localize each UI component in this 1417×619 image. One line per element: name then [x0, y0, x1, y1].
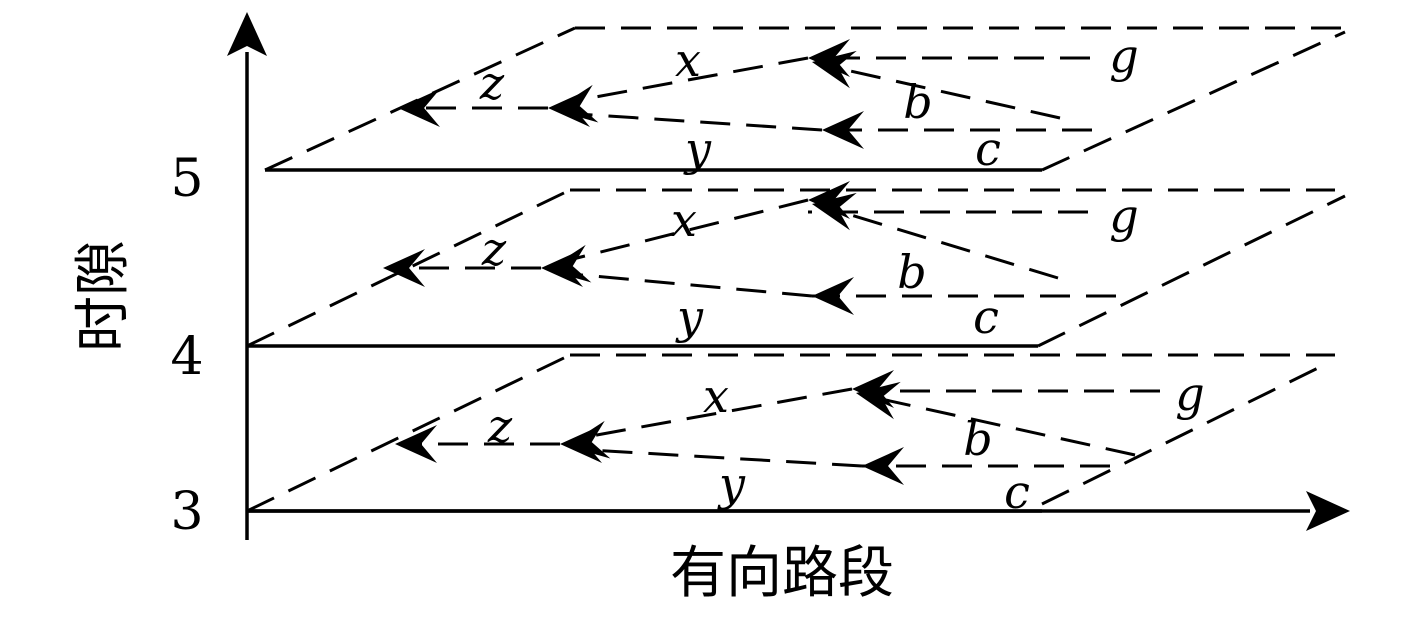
y-tick-4: 4 [170, 327, 203, 387]
arrowhead-z [395, 425, 437, 463]
edge-b-x [827, 64, 1061, 120]
arrowhead-y [862, 447, 904, 485]
node-label-g: g [1175, 367, 1204, 421]
node-label-b: b [963, 412, 992, 466]
arrowhead-x-inner [856, 381, 901, 420]
x-axis-label: 有向路段 [670, 541, 894, 606]
node-label-y: y [717, 457, 746, 511]
arrowhead-x-inner [812, 50, 857, 89]
arrowhead-x-inner [812, 192, 857, 231]
node-label-g: g [1109, 29, 1138, 83]
edge-b-x [871, 395, 1136, 457]
node-label-g: g [1109, 189, 1138, 243]
edge-b-x [827, 206, 1059, 280]
node-label-c: c [1004, 465, 1030, 519]
node-label-z: z [481, 222, 507, 276]
layers-group: g x b z y c g x b z y c g x b z y c [246, 26, 1346, 519]
layer-slot-5: g x b z y c [264, 26, 1346, 176]
node-label-x: x [675, 33, 701, 87]
node-label-y: y [675, 290, 704, 344]
node-label-c: c [973, 290, 999, 344]
arrowhead-mid-inner [547, 244, 592, 283]
edge-x-mid [560, 198, 809, 264]
layer-left-edge [246, 353, 571, 513]
node-label-z: z [487, 399, 513, 453]
y-tick-3: 3 [170, 482, 203, 542]
x-axis-arrowhead [1306, 491, 1350, 531]
layer-slot-3: g x b z y c [246, 353, 1335, 519]
y-axis-label: 时隙 [71, 240, 136, 352]
node-label-b: b [903, 75, 932, 129]
node-label-x: x [703, 369, 729, 423]
arrowhead-z [383, 249, 425, 287]
node-label-c: c [975, 122, 1001, 176]
edge-y-mid [577, 112, 823, 132]
edge-y-mid [570, 272, 813, 298]
arrowhead-z [398, 89, 440, 127]
arrowhead-mid-inner [554, 84, 599, 123]
layer-left-edge [264, 26, 576, 172]
layer-left-edge [246, 188, 571, 348]
arrowhead-mid-inner [566, 420, 611, 459]
y-tick-5: 5 [170, 149, 203, 209]
layer-slot-4: g x b z y c [246, 181, 1346, 348]
arrowhead-y [822, 111, 864, 149]
edge-x-mid [567, 56, 809, 104]
node-label-b: b [897, 245, 926, 299]
node-label-z: z [479, 56, 505, 110]
node-label-x: x [671, 193, 697, 247]
layer-right-edge [1037, 194, 1346, 348]
y-axis-arrowhead [227, 12, 267, 56]
layer-right-edge [1041, 30, 1346, 172]
layer-right-edge [1041, 365, 1321, 506]
edge-x-mid [579, 387, 853, 440]
node-label-y: y [683, 122, 712, 176]
arrowhead-y [812, 277, 854, 315]
